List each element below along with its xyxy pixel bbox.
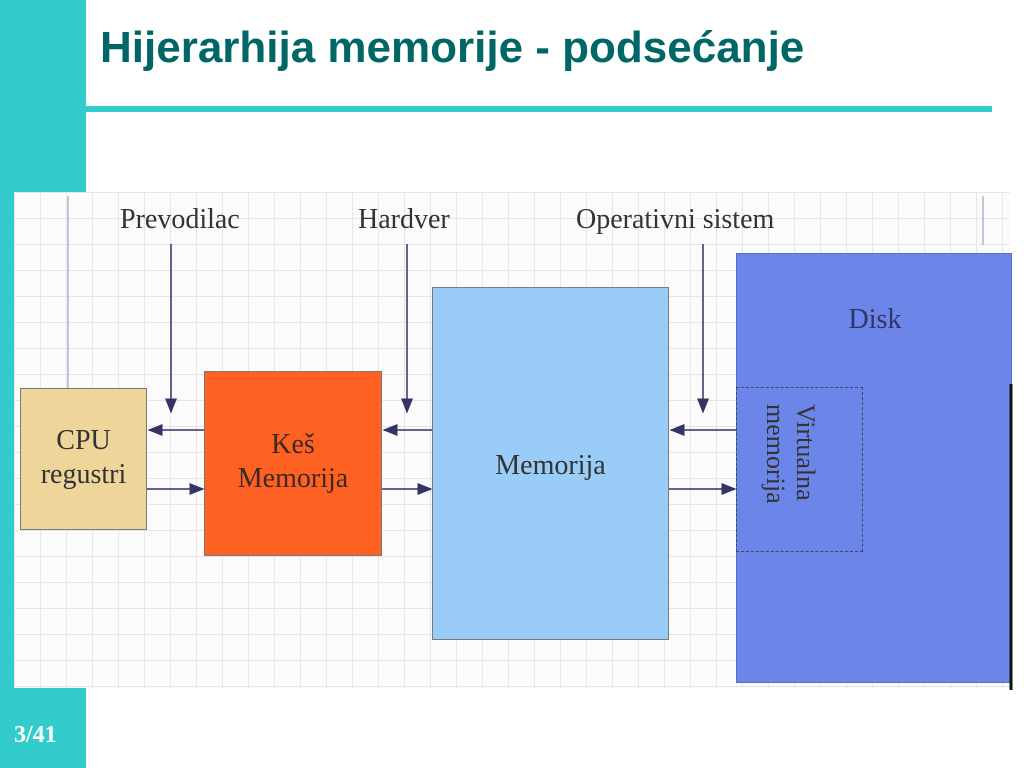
label-operating-system: Operativni sistem <box>576 204 775 235</box>
accent-bar-bottom <box>0 688 86 768</box>
main-memory-label: Memorija <box>495 450 606 481</box>
accent-bar-top <box>0 0 86 192</box>
disk-box <box>736 253 1012 683</box>
label-compiler: Prevodilac <box>120 204 240 235</box>
cpu-label-line1: CPU <box>56 425 111 456</box>
accent-strip-left <box>0 192 14 688</box>
page-number: 3/41 <box>14 722 57 748</box>
label-hardware: Hardver <box>358 204 450 235</box>
virtual-memory-region <box>736 387 863 552</box>
slide-title: Hijerarhija memorije - podsećanje <box>100 23 805 72</box>
cache-memory-box <box>204 371 382 556</box>
cpu-registers-box <box>20 388 147 530</box>
main-memory-box <box>432 287 669 640</box>
cache-label-line1: Keš <box>271 429 315 460</box>
disk-label: Disk <box>848 304 902 335</box>
virtual-memory-label: Virtualna memorija <box>761 404 820 504</box>
cpu-registers-label: CPU regustri <box>20 424 147 492</box>
cache-label-line2: Memorija <box>237 463 349 494</box>
title-underline <box>86 106 992 112</box>
cache-memory-label: Keš Memorija <box>204 428 382 496</box>
cpu-label-line2: regustri <box>40 459 127 490</box>
